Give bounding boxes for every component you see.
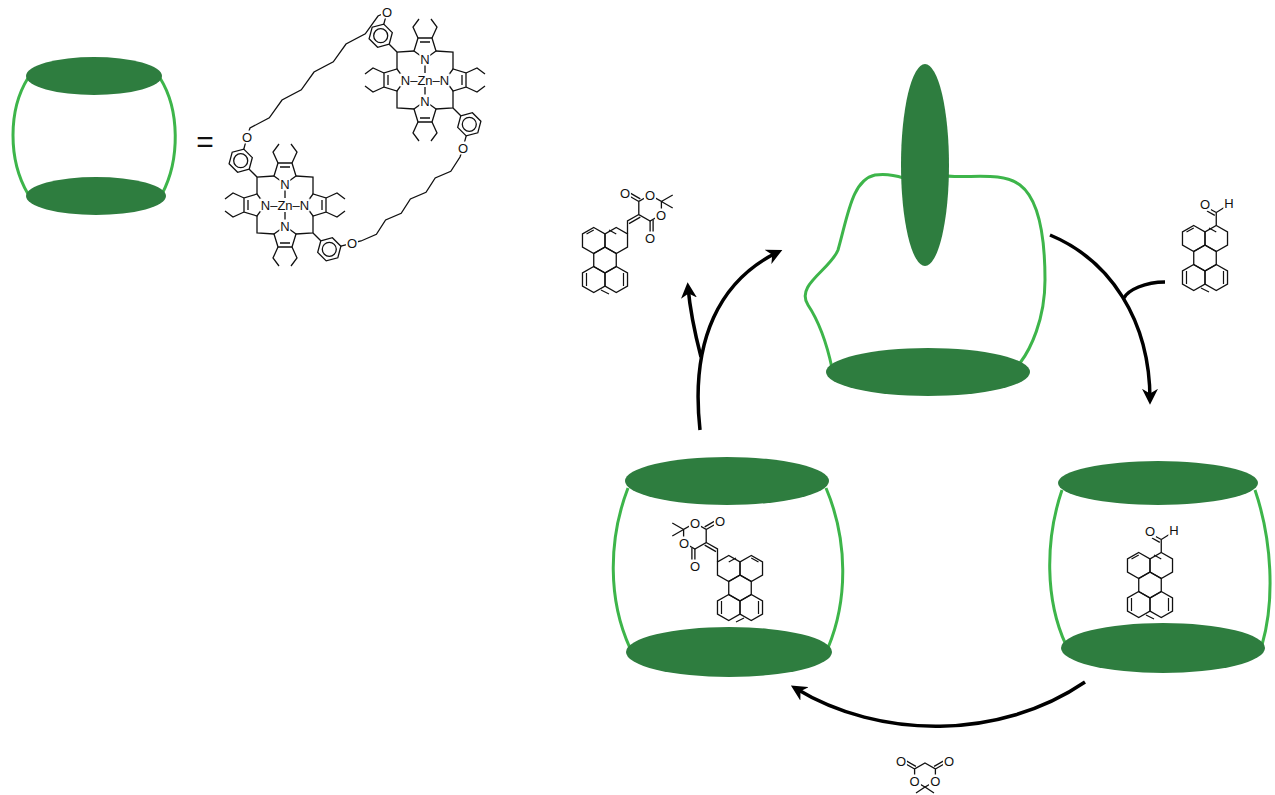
atom-label: N (279, 178, 290, 191)
perylene-core (1127, 553, 1172, 620)
perylene-core (1182, 226, 1227, 293)
atom-label: O (689, 517, 701, 530)
perylene-core (717, 556, 762, 623)
closed-cage (613, 457, 843, 677)
atom-label: O (689, 560, 701, 573)
atom-label: O (241, 131, 253, 144)
atom-label: O (655, 208, 667, 221)
ether-bond (244, 12, 466, 247)
reaction-arrow (795, 682, 1085, 726)
zinc-porphyrin (365, 19, 485, 141)
porphyrin-disc (626, 627, 832, 677)
atom-label: N (419, 95, 430, 108)
atom-label: O (943, 755, 955, 768)
atom-label: O (644, 232, 656, 245)
atom-label: N–Zn–N (400, 74, 450, 87)
product-molecule (582, 192, 672, 294)
zinc-porphyrin (225, 144, 345, 266)
cage-side (1050, 490, 1066, 645)
porphyrin-disc (901, 64, 949, 266)
equals-sign: = (196, 127, 214, 157)
release-arrow (688, 287, 701, 357)
closed-cage (1050, 461, 1270, 673)
atom-label: O (678, 536, 690, 549)
atom-label: O (895, 755, 907, 768)
aldehyde-molecule (1182, 207, 1227, 292)
atom-label: H (1223, 197, 1234, 210)
porphyrin-disc (1058, 461, 1258, 505)
atom-label: O (346, 237, 358, 250)
atom-label: N (279, 220, 290, 233)
cage-side (13, 78, 28, 194)
porphyrin-disc (1061, 623, 1265, 673)
atom-label: O (909, 775, 921, 788)
atom-label: O (457, 142, 469, 155)
atom-label: H (1168, 524, 1179, 537)
reaction-arrow (698, 252, 778, 430)
perylene-core (582, 228, 627, 295)
cage-side (613, 488, 630, 648)
atom-label: N–Zn–N (260, 199, 310, 212)
atom-label: O (714, 515, 726, 528)
atom-label: O (644, 189, 656, 202)
bound-product (672, 520, 762, 622)
open-cage (805, 64, 1045, 396)
alkyl-chain (353, 148, 464, 243)
atom-label: O (929, 775, 941, 788)
alkyl-chain (247, 12, 387, 137)
atom-label: N (419, 53, 430, 66)
cage-icon (13, 57, 175, 215)
porphyrin-disc (826, 348, 1030, 396)
porphyrin-disc (26, 177, 166, 215)
atom-label: O (1144, 525, 1156, 538)
porphyrin-dimer-structure (225, 12, 485, 266)
cage-side (826, 488, 843, 648)
atom-label: O (619, 187, 631, 200)
reagent-join (1124, 282, 1165, 298)
cage-side (160, 78, 175, 194)
cage-side (1255, 490, 1270, 645)
cage-side (805, 174, 912, 368)
cage-side (938, 175, 1045, 363)
porphyrin-disc (26, 57, 162, 95)
cycle-arrows (688, 235, 1165, 726)
reaction-arrow (1050, 235, 1150, 400)
porphyrin-disc (625, 457, 829, 505)
bound-aldehyde (1127, 534, 1172, 619)
atom-label: O (1199, 198, 1211, 211)
meldrums-acid (904, 760, 946, 793)
atom-label: O (381, 6, 393, 19)
